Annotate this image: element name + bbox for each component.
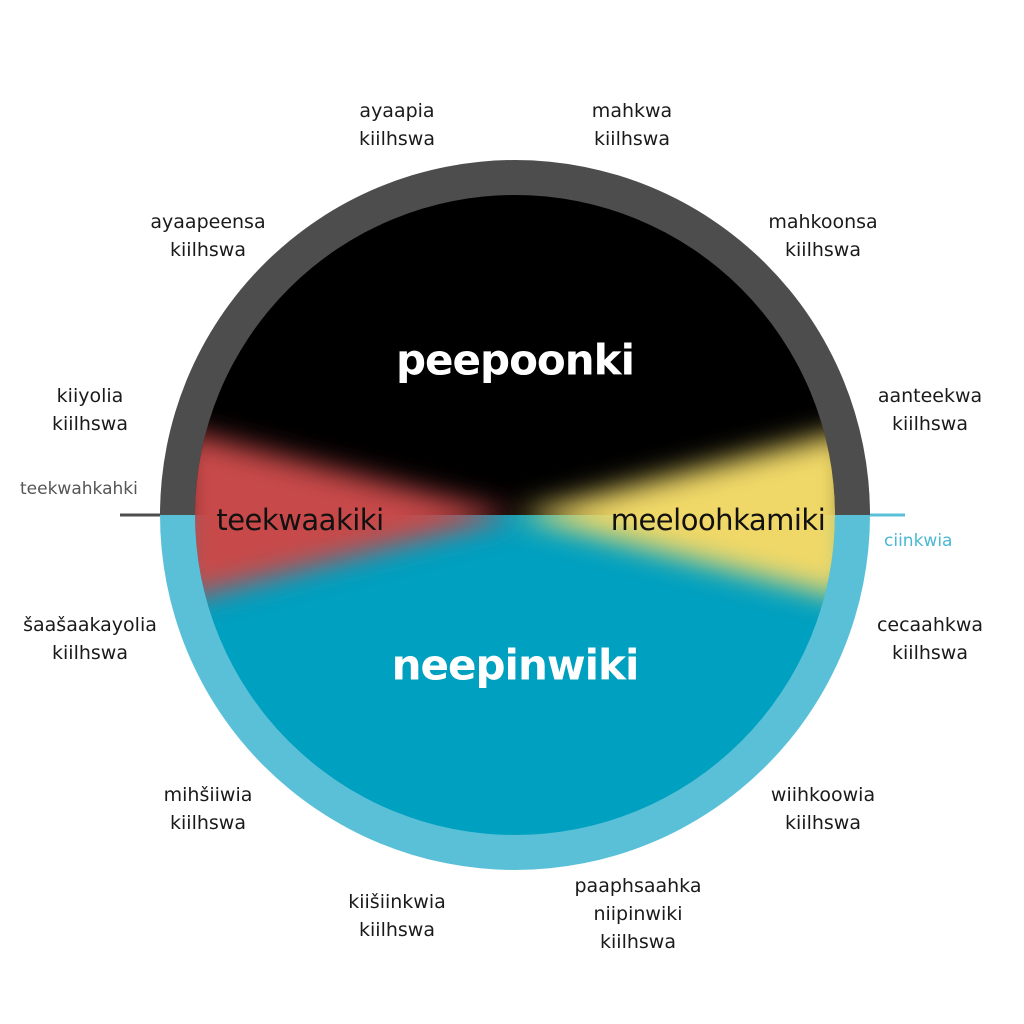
east-label: ciinkwia <box>884 531 953 551</box>
west-label: teekwahkahki <box>20 479 138 499</box>
summer-area <box>195 515 835 835</box>
season-autumn: teekwaakiki <box>216 503 384 537</box>
season-winter: peepoonki <box>395 335 635 385</box>
autumn-wedge <box>195 430 515 600</box>
spring-wedge <box>515 430 835 600</box>
season-spring: meeloohkamiki <box>610 503 826 537</box>
season-summer: neepinwiki <box>391 640 640 690</box>
